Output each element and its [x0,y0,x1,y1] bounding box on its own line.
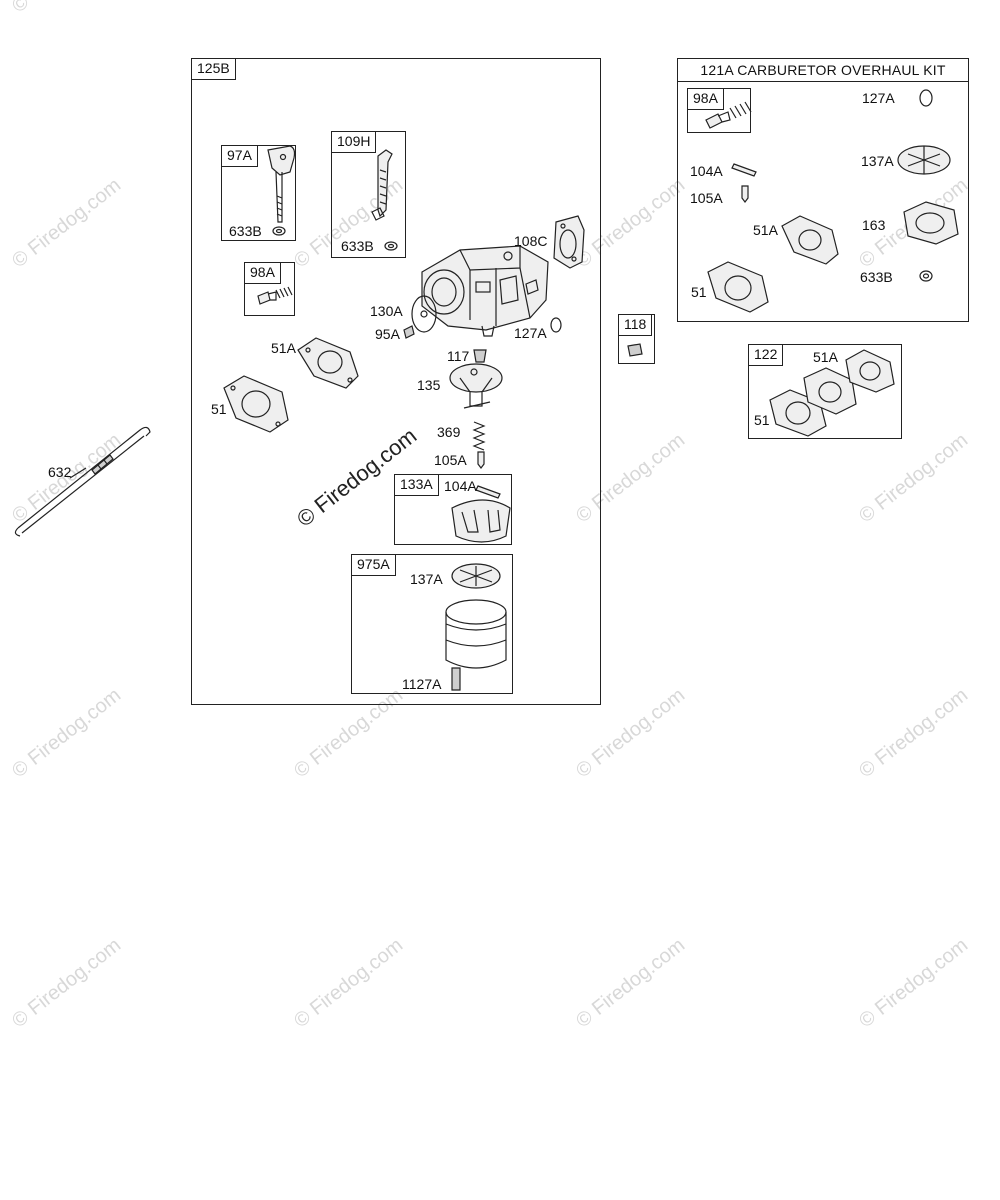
idle-screw-98A-drawing[interactable] [257,286,293,305]
kit-part-label-633B[interactable]: 633B [860,269,893,285]
part-label-133A[interactable]: 133A [395,475,439,496]
needle-105A-drawing[interactable] [477,451,485,469]
kit-welch-plug-127A-drawing[interactable] [919,89,933,107]
part-label-97A[interactable]: 97A [222,146,258,167]
part-label-108C[interactable]: 108C [514,233,548,249]
idle-screw-box: 98A [244,262,295,316]
float-bowl-box: 133A [394,474,512,545]
part-label-633B[interactable]: 633B [229,223,262,239]
part-118-box: 118 [618,314,655,364]
insulator-51-drawing[interactable] [223,375,289,433]
float-bowl-133A-drawing[interactable] [451,485,511,543]
kit-insulator-51-drawing[interactable] [707,261,769,313]
kit-pin-104A-drawing[interactable] [731,163,757,177]
part-label-122[interactable]: 122 [749,345,784,366]
screw-95A-drawing[interactable] [403,325,415,339]
throttle-shaft-box: 109H [331,131,406,258]
main-assembly-frame: 125B [191,58,601,705]
part-118-drawing[interactable] [627,343,643,357]
welch-plug-127A-drawing[interactable] [550,317,562,333]
part-label-109H[interactable]: 109H [332,132,377,153]
throttle-shaft-109H-drawing[interactable] [371,149,398,251]
carburetor-body-drawing[interactable] [421,245,549,337]
bowl-kit-box: 975A [351,554,513,694]
kit-part-label-105A[interactable]: 105A [690,190,723,206]
gasket-set-122-drawing[interactable] [769,349,895,437]
gasket-set-label-51[interactable]: 51 [754,412,770,428]
kit-part-label-163[interactable]: 163 [862,217,886,233]
kit-part-label-127A[interactable]: 127A [862,90,895,106]
part-label-127A[interactable]: 127A [514,325,547,341]
part-label-117[interactable]: 117 [447,348,470,364]
part-label-51[interactable]: 51 [211,401,227,417]
gasket-set-box: 122 [748,344,902,439]
kit-gasket-163-drawing[interactable] [903,201,959,245]
part-label-51A[interactable]: 51A [271,340,296,356]
bowl-kit-975A-drawing[interactable] [445,563,507,691]
kit-part-label-137A[interactable]: 137A [861,153,894,169]
overhaul-kit-title: 121A CARBURETOR OVERHAUL KIT [678,59,968,82]
choke-shaft-97A-drawing[interactable] [267,145,296,236]
float-135-drawing[interactable] [449,363,503,409]
part-label-632[interactable]: 632 [48,464,72,480]
kit-gasket-51A-drawing[interactable] [781,215,839,265]
kit-idle-screw-98A-drawing[interactable] [705,101,752,129]
part-label-105A[interactable]: 105A [434,452,467,468]
kit-part-label-104A[interactable]: 104A [690,163,723,179]
choke-shaft-box: 97A [221,145,296,241]
part-label-135[interactable]: 135 [417,377,441,393]
part-label-104A[interactable]: 104A [444,478,477,494]
gasket-51A-drawing[interactable] [297,337,359,389]
spring-369-drawing[interactable] [472,421,486,451]
kit-gasket-137A-drawing[interactable] [897,145,951,175]
part-label-130A[interactable]: 130A [370,303,403,319]
part-label-98A[interactable]: 98A [245,263,281,284]
part-label-1127A[interactable]: 1127A [402,676,442,692]
kit-needle-105A-drawing[interactable] [741,185,749,203]
main-assembly-id: 125B [192,59,236,80]
kit-part-label-98A[interactable]: 98A [688,89,724,110]
part-label-369[interactable]: 369 [437,424,461,440]
part-label-633B[interactable]: 633B [341,238,374,254]
overhaul-kit-frame: 121A CARBURETOR OVERHAUL KIT [677,58,969,322]
part-label-118[interactable]: 118 [619,315,653,336]
kit-seal-633B-drawing[interactable] [919,270,933,282]
kit-idle-screw-box: 98A [687,88,751,133]
jet-117-drawing[interactable] [473,349,487,363]
gasket-108C-drawing[interactable] [553,215,585,269]
part-label-95A[interactable]: 95A [375,326,400,342]
kit-part-label-51[interactable]: 51 [691,284,707,300]
part-label-975A[interactable]: 975A [352,555,396,576]
kit-part-label-51A[interactable]: 51A [753,222,778,238]
gasket-set-label-51A[interactable]: 51A [813,349,838,365]
linkage-rod-632-drawing[interactable] [14,426,151,537]
throttle-plate-130A-drawing[interactable] [411,295,437,333]
part-label-137A[interactable]: 137A [410,571,443,587]
